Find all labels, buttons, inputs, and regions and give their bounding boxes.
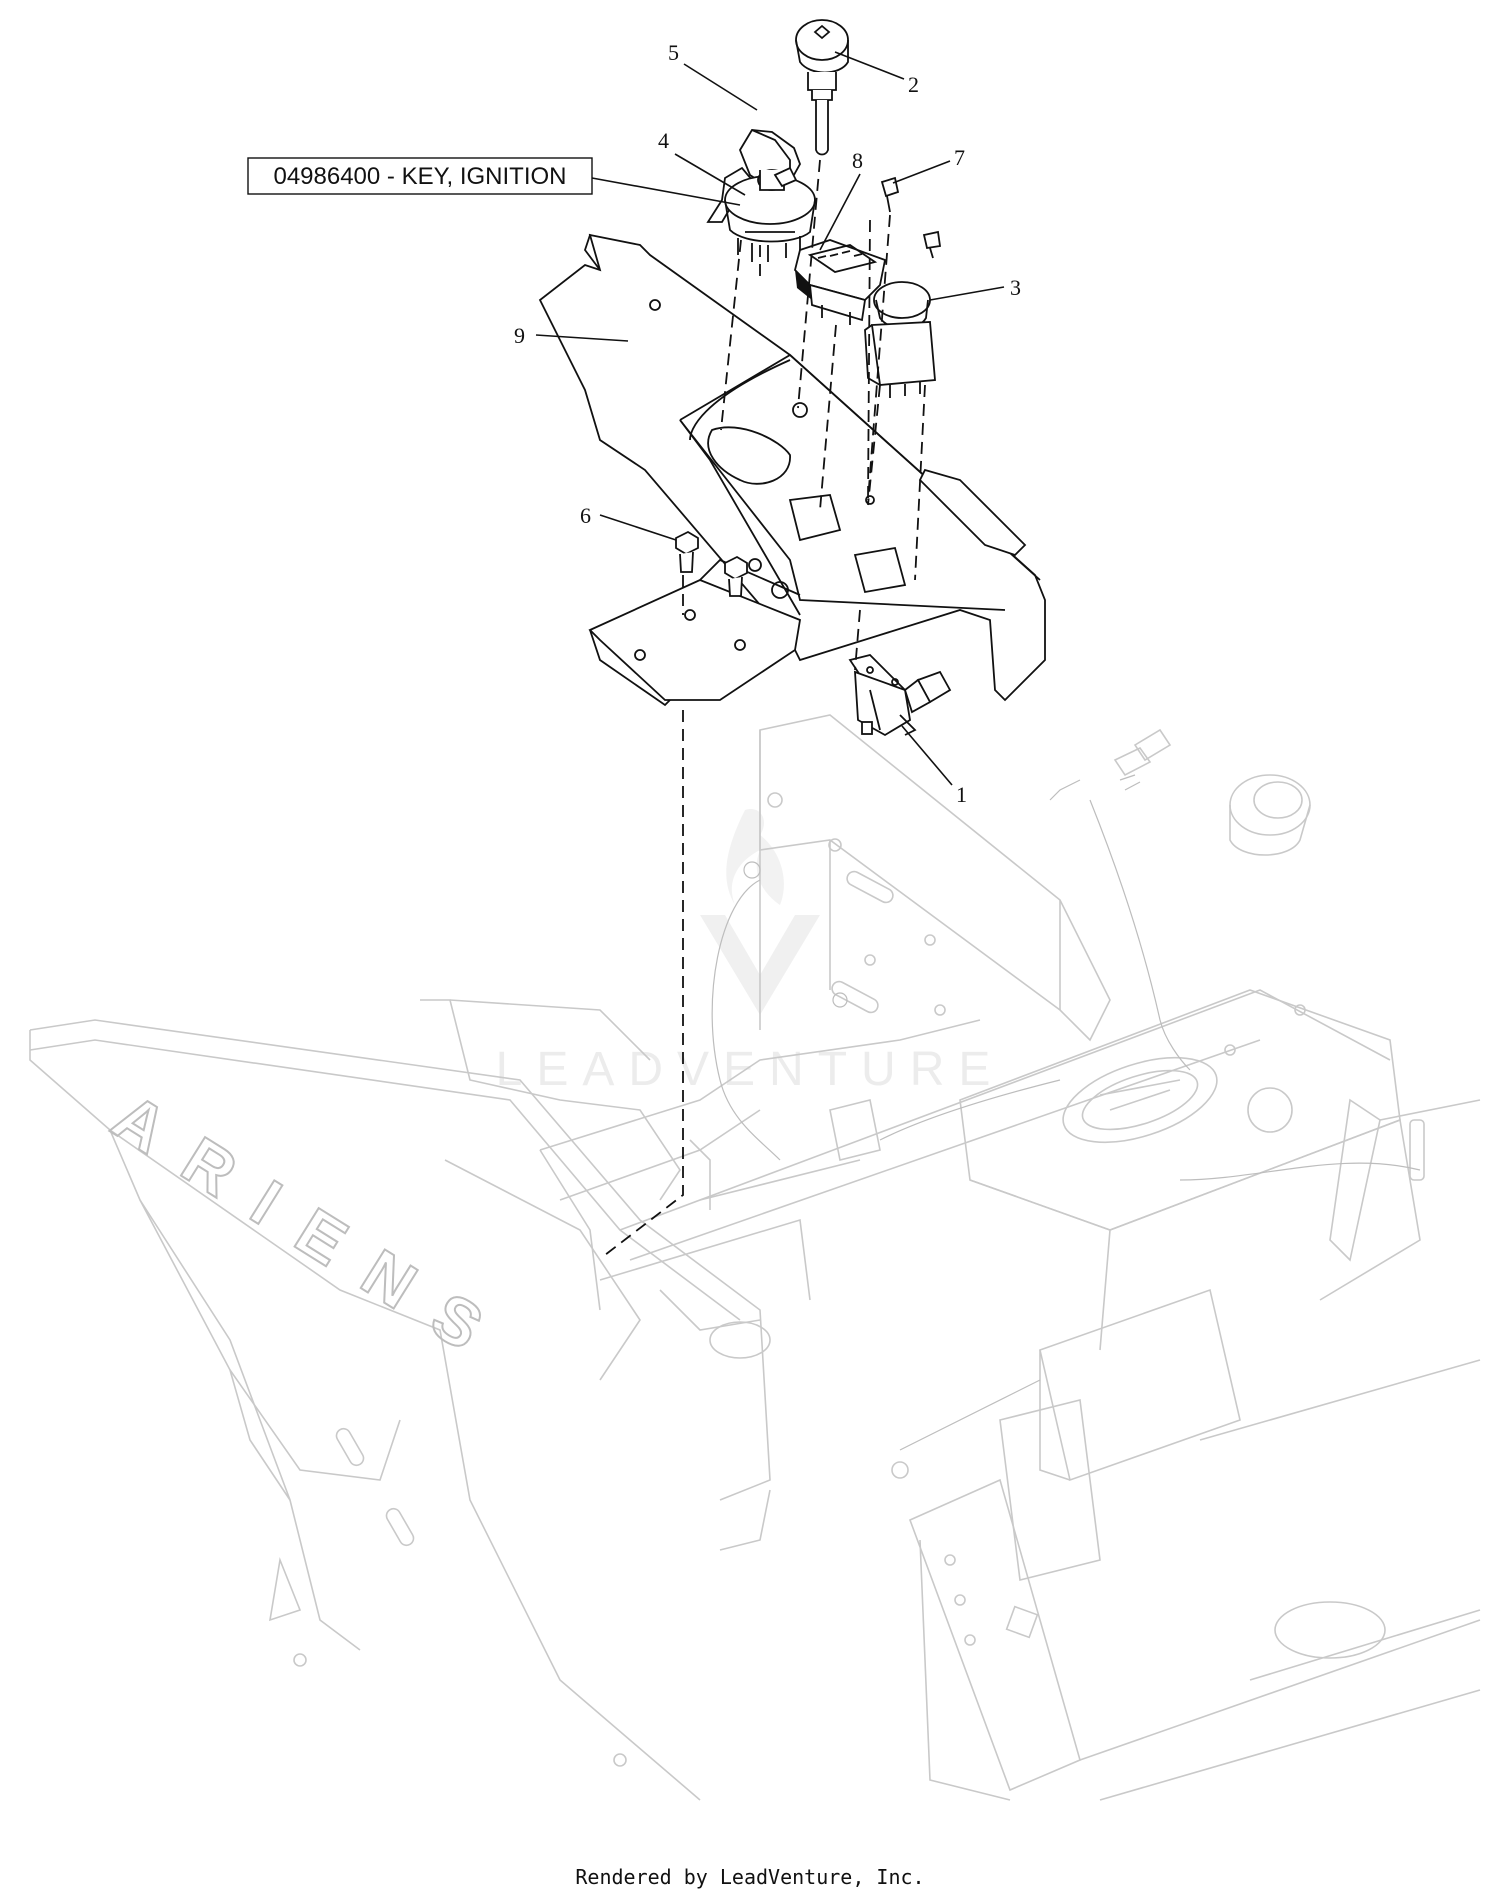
callout-9[interactable]: 9 xyxy=(514,323,525,348)
watermark-text: LEADVENTURE xyxy=(496,1043,1005,1096)
footer-credit: Rendered by LeadVenture, Inc. xyxy=(575,1865,925,1889)
callout-3[interactable]: 3 xyxy=(1010,275,1021,300)
callout-5[interactable]: 5 xyxy=(668,40,679,65)
mounting-bracket xyxy=(538,233,1046,707)
push-knob-icon xyxy=(795,19,849,156)
callout-4[interactable]: 4 xyxy=(658,128,669,153)
seat-switch-icon xyxy=(848,654,952,737)
callout-1[interactable]: 1 xyxy=(956,782,967,807)
leader-lines xyxy=(535,51,1005,786)
hour-meter-icon xyxy=(794,239,887,325)
assembly-lines xyxy=(604,159,926,1256)
part-number-label: 04986400 - KEY, IGNITION xyxy=(273,163,566,190)
callout-2[interactable]: 2 xyxy=(908,72,919,97)
usb-charger-icon xyxy=(1229,774,1311,856)
callout-8[interactable]: 8 xyxy=(852,148,863,173)
frame-brand-text: ARIENS xyxy=(101,1079,525,1382)
callouts: 1 2 3 4 5 6 7 8 9 xyxy=(514,40,1021,807)
part-number-box[interactable]: 04986400 - KEY, IGNITION xyxy=(247,157,593,195)
ignition-switch-icon xyxy=(724,166,816,262)
watermark: LEADVENTURE xyxy=(496,809,1005,1096)
callout-7[interactable]: 7 xyxy=(954,145,965,170)
callout-6[interactable]: 6 xyxy=(580,503,591,528)
mower-frame: ARIENS xyxy=(29,714,1481,1801)
bolt-icon xyxy=(675,530,748,597)
watermark-logo-icon xyxy=(700,809,820,1015)
pto-switch-icon xyxy=(864,281,936,398)
screw-icon xyxy=(880,176,942,259)
